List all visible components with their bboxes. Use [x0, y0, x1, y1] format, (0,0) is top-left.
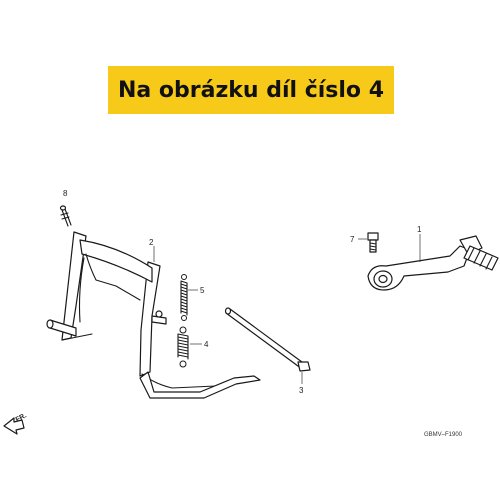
part-2-main-stand[interactable]: [46, 231, 261, 399]
part-3-pivot-shaft[interactable]: [224, 307, 311, 372]
callout-8: 8: [63, 189, 68, 198]
callout-4: 4: [204, 340, 209, 349]
callout-3: 3: [299, 386, 304, 395]
part-5-spring[interactable]: [180, 274, 188, 321]
callout-2: 2: [149, 238, 154, 247]
direction-label: FR.: [15, 412, 28, 424]
callout-1: 1: [417, 225, 422, 234]
part-7-bolt[interactable]: [367, 232, 379, 253]
part-4-spring[interactable]: [177, 326, 189, 368]
banner-text: Na obrázku díl číslo 4: [117, 77, 385, 103]
diagram-code: GBMV–F1900: [424, 432, 463, 438]
callout-7: 7: [350, 235, 355, 244]
callout-5: 5: [200, 286, 205, 295]
front-direction-arrow-icon: FR.: [3, 412, 28, 435]
part-1-kickstarter-arm[interactable]: [367, 235, 499, 291]
highlight-banner: Na obrázku díl číslo 4: [108, 66, 394, 114]
part-8-cotter-pin[interactable]: [59, 205, 72, 227]
